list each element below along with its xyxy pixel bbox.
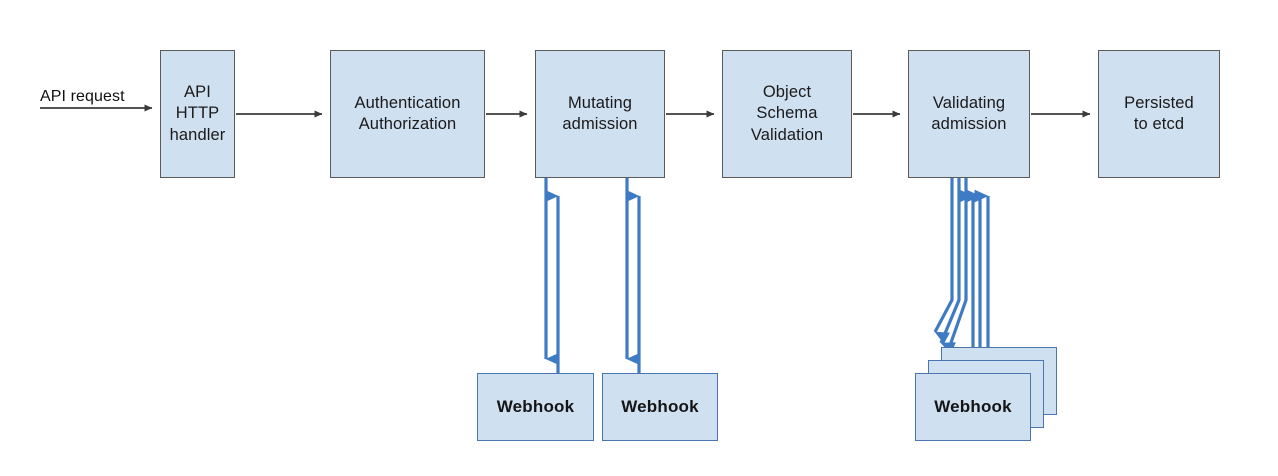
node-object-schema-validation[interactable]: Object Schema Validation <box>722 50 852 178</box>
node-persisted-to-etcd[interactable]: Persisted to etcd <box>1098 50 1220 178</box>
webhook-call-down-4 <box>939 178 961 355</box>
webhook-call-down-5 <box>933 178 954 344</box>
webhook-box-validating-front[interactable]: Webhook <box>915 373 1031 441</box>
node-api-http-handler[interactable]: API HTTP handler <box>160 50 235 178</box>
api-request-label: API request <box>40 88 125 105</box>
node-validating-admission[interactable]: Validating admission <box>908 50 1030 178</box>
webhook-box-mutating-2[interactable]: Webhook <box>602 373 718 441</box>
webhook-call-down-3 <box>945 178 968 365</box>
node-authentication-authorization[interactable]: Authentication Authorization <box>330 50 485 178</box>
webhook-box-mutating-1[interactable]: Webhook <box>477 373 594 441</box>
node-mutating-admission[interactable]: Mutating admission <box>535 50 665 178</box>
